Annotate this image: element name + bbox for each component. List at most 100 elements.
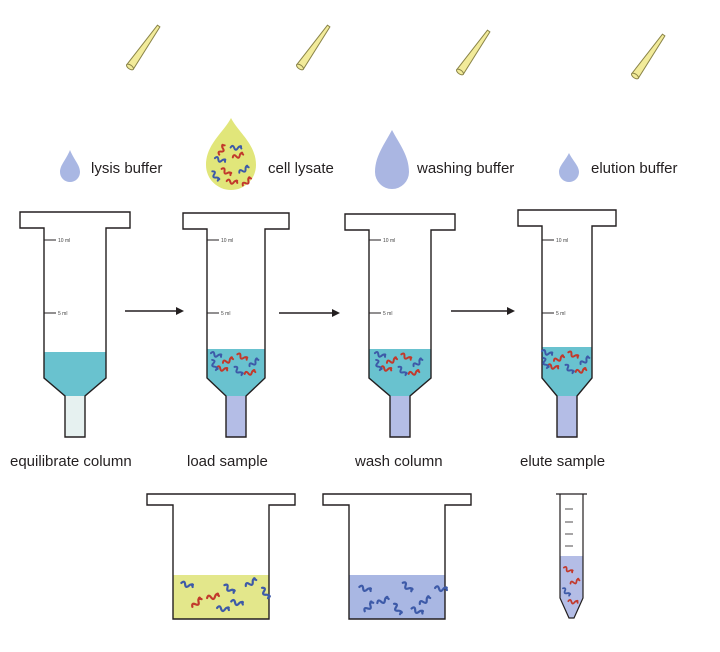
protein-glyph — [392, 602, 403, 616]
graduation-label-5ml: 5 ml — [556, 311, 565, 317]
protein-glyph — [410, 606, 424, 615]
graduation-label-10ml: 10 ml — [221, 238, 233, 244]
protein-head — [444, 586, 448, 590]
protein-head — [383, 353, 387, 357]
tube-liquid — [560, 556, 583, 618]
pipette-icon — [296, 24, 331, 71]
protein-glyph — [220, 167, 233, 177]
protein-head — [576, 577, 580, 581]
pipette-body — [296, 24, 331, 71]
protein-head — [215, 367, 219, 371]
step-label-equilibrate: equilibrate column — [10, 453, 132, 470]
pipette-end — [631, 72, 639, 80]
column-outline — [344, 213, 456, 438]
protein-head — [550, 351, 554, 355]
protein-head — [368, 587, 372, 591]
step-arrows — [125, 307, 515, 317]
protein-glyph — [229, 144, 243, 151]
protein-head — [245, 164, 249, 168]
protein-glyph — [562, 587, 572, 597]
pipette-body — [456, 29, 491, 76]
protein-glyph — [562, 566, 574, 574]
pipette-end — [126, 63, 134, 71]
protein-head — [369, 600, 373, 604]
protein-head — [399, 610, 403, 614]
protein-head — [221, 143, 225, 147]
protein-glyph — [215, 365, 229, 372]
protein-head — [394, 356, 398, 360]
protein-glyph — [260, 586, 271, 600]
protein-glyph — [567, 350, 580, 359]
protein-glyph — [205, 592, 221, 601]
protein-head — [240, 151, 244, 155]
protein-head — [240, 600, 244, 604]
protein-glyph — [244, 577, 258, 588]
column-liquid — [542, 347, 592, 396]
protein-glyph — [400, 352, 413, 361]
protein-head — [568, 592, 572, 596]
protein-glyph — [579, 355, 591, 366]
protein-glyph — [373, 351, 387, 358]
protein-glyph — [363, 600, 375, 613]
protein-glyph — [243, 369, 257, 376]
protein-head — [239, 145, 243, 149]
column-outline — [19, 211, 131, 438]
protein-glyph — [211, 358, 219, 372]
protein-head — [217, 177, 221, 181]
pipette-end — [456, 68, 464, 76]
protein-head — [252, 577, 256, 581]
protein-head — [570, 569, 574, 572]
beaker-liquid — [173, 575, 269, 619]
graduation-label-5ml: 5 ml — [58, 311, 67, 317]
cell-lysate-drop-icon — [206, 118, 256, 190]
protein-glyph — [248, 357, 260, 368]
column-tip-fill — [390, 396, 410, 437]
protein-glyph — [433, 585, 449, 593]
protein-head — [416, 369, 420, 372]
arrow-head — [176, 307, 184, 315]
protein-glyph — [358, 584, 372, 593]
protein-head — [426, 595, 430, 599]
column-elute: 10 ml5 ml — [517, 209, 617, 438]
protein-glyph — [211, 170, 221, 182]
protein-head — [240, 371, 244, 375]
pipettes — [126, 24, 666, 80]
protein-glyph — [223, 583, 236, 594]
protein-glyph — [401, 581, 414, 593]
protein-glyph — [376, 595, 390, 605]
step-label-wash: wash column — [354, 453, 443, 470]
tube-outline — [556, 493, 587, 619]
elution-buffer-drop-icon — [559, 153, 579, 182]
pipette-end — [296, 63, 304, 71]
protein-head — [586, 355, 590, 359]
step-label-load: load sample — [187, 453, 268, 470]
column-equilibrate: 10 ml5 ml — [19, 211, 131, 438]
protein-glyph — [564, 363, 575, 375]
column-tip-fill — [557, 396, 577, 437]
protein-head — [230, 356, 234, 360]
protein-head — [226, 606, 230, 610]
protein-glyph — [238, 164, 250, 174]
flowthrough-beaker-wash — [322, 493, 472, 620]
protein-glyph — [412, 357, 424, 368]
protein-glyph — [236, 352, 249, 361]
protein-glyph — [221, 356, 235, 364]
protein-head — [255, 357, 259, 361]
pipette-icon — [456, 29, 491, 76]
graduation-label-5ml: 5 ml — [383, 311, 392, 317]
protein-head — [190, 583, 194, 587]
column-load: 10 ml5 ml — [182, 212, 290, 438]
protein-head — [575, 599, 579, 603]
protein-head — [404, 371, 408, 375]
protein-glyph — [407, 369, 421, 376]
protein-head — [232, 589, 236, 593]
column-tip-fill — [226, 396, 246, 437]
pipette-icon — [126, 24, 161, 71]
protein-glyph — [379, 365, 393, 372]
protein-head — [576, 354, 580, 358]
step-label-elute: elute sample — [520, 453, 605, 470]
protein-glyph — [552, 354, 566, 362]
protein-glyph — [191, 596, 203, 608]
lysis-buffer-drop-icon — [60, 150, 80, 182]
